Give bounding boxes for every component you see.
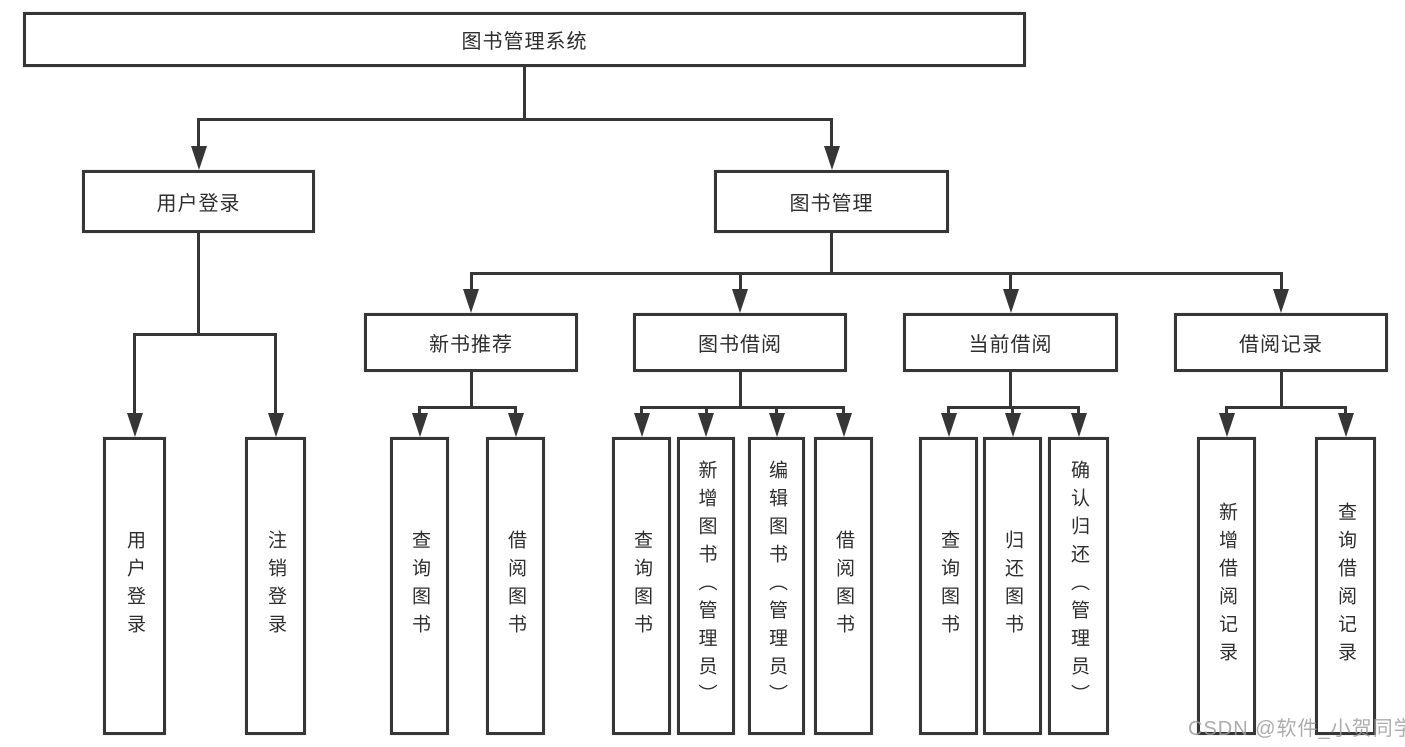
node-cb-return: 归还图书 (983, 437, 1042, 735)
node-root: 图书管理系统 (23, 12, 1026, 67)
edge-line-from-new-book-rec (418, 406, 517, 409)
node-label-rec-borrow: 借阅图书 (505, 530, 526, 642)
arrowhead-down-icon (1004, 413, 1021, 437)
node-label-rec-query: 查询图书 (409, 530, 430, 642)
arrowhead-down-icon (126, 413, 143, 437)
arrowhead-down-icon (1070, 413, 1087, 437)
edge-line-from-book-borrow (640, 406, 845, 409)
arrowhead-down-icon (768, 413, 785, 437)
node-book-borrow: 图书借阅 (633, 313, 847, 372)
node-label-book-mgmt: 图书管理 (789, 193, 874, 215)
node-label-cb-return: 归还图书 (1002, 530, 1023, 642)
edge-line-from-borrow-records (1225, 406, 1347, 409)
edge-line-from-root (197, 118, 833, 121)
node-current-borrow: 当前借阅 (903, 313, 1118, 372)
node-label-cb-confirm: 确认归还（管理员） (1068, 460, 1089, 712)
edge-line-to-book-borrow (738, 272, 742, 305)
node-login: 用户登录 (103, 437, 166, 735)
arrowhead-down-icon (835, 413, 852, 437)
edge-line-to-user-login (197, 118, 200, 162)
arrowhead-down-icon (698, 413, 714, 437)
edge-line-from-book-borrow (738, 371, 742, 409)
edge-line-from-borrow-records (1279, 371, 1283, 409)
edge-line-from-book-mgmt (830, 232, 833, 275)
edge-line-from-user-login (133, 333, 277, 336)
arrowhead-down-icon (940, 413, 957, 437)
node-label-root: 图书管理系统 (461, 31, 588, 53)
node-label-cb-query: 查询图书 (938, 530, 959, 642)
edge-line-to-logout (274, 333, 277, 429)
watermark: CSDN @软件_小贺同学 (1188, 718, 1405, 740)
node-br-query: 查询借阅记录 (1315, 437, 1376, 735)
node-label-bb-borrow: 借阅图书 (833, 530, 854, 642)
arrowhead-down-icon (732, 289, 748, 313)
node-cb-confirm: 确认归还（管理员） (1048, 437, 1109, 735)
node-bb-query: 查询图书 (612, 437, 671, 735)
node-rec-query: 查询图书 (390, 437, 449, 735)
edge-line-to-login (133, 333, 136, 429)
node-label-bb-edit: 编辑图书（管理员） (766, 460, 787, 712)
node-cb-query: 查询图书 (919, 437, 978, 735)
node-br-add: 新增借阅记录 (1197, 437, 1256, 735)
arrowhead-down-icon (1002, 289, 1019, 313)
edge-line-from-current-borrow (1009, 371, 1012, 409)
edge-line-from-root (523, 66, 526, 121)
arrowhead-down-icon (411, 413, 428, 437)
node-label-current-borrow: 当前借阅 (968, 334, 1053, 356)
node-borrow-records: 借阅记录 (1174, 313, 1388, 372)
edge-line-from-book-mgmt (469, 272, 1283, 275)
node-logout: 注销登录 (245, 437, 306, 735)
arrowhead-down-icon (1218, 413, 1235, 437)
node-label-borrow-records: 借阅记录 (1239, 334, 1323, 356)
node-label-bb-query: 查询图书 (631, 530, 652, 642)
node-bb-add: 新增图书（管理员） (677, 437, 735, 735)
arrowhead-down-icon (823, 146, 840, 170)
arrowhead-down-icon (463, 289, 479, 313)
node-label-user-login: 用户登录 (156, 193, 241, 215)
node-bb-borrow: 借阅图书 (814, 437, 873, 735)
node-label-new-book-rec: 新书推荐 (429, 334, 513, 356)
node-label-br-add: 新增借阅记录 (1216, 502, 1237, 670)
arrowhead-down-icon (633, 413, 650, 437)
node-user-login: 用户登录 (82, 170, 315, 233)
node-rec-borrow: 借阅图书 (486, 437, 545, 735)
edge-line-to-new-book-rec (469, 272, 473, 305)
arrowhead-down-icon (1337, 413, 1354, 437)
node-label-login: 用户登录 (124, 530, 145, 642)
edge-line-to-current-borrow (1009, 272, 1012, 305)
arrowhead-down-icon (1273, 289, 1289, 313)
edge-line-from-user-login (197, 232, 200, 336)
node-book-mgmt: 图书管理 (714, 170, 949, 233)
edge-line-to-borrow-records (1279, 272, 1283, 305)
node-label-br-query: 查询借阅记录 (1335, 502, 1356, 670)
node-label-book-borrow: 图书借阅 (698, 334, 782, 356)
arrowhead-down-icon (507, 413, 524, 437)
node-label-logout: 注销登录 (265, 530, 286, 642)
node-bb-edit: 编辑图书（管理员） (748, 437, 805, 735)
node-label-bb-add: 新增图书（管理员） (695, 460, 717, 712)
node-new-book-rec: 新书推荐 (364, 313, 578, 372)
arrowhead-down-icon (267, 413, 284, 437)
edge-line-to-book-mgmt (830, 118, 833, 162)
arrowhead-down-icon (190, 146, 207, 170)
edge-line-from-new-book-rec (469, 371, 473, 409)
